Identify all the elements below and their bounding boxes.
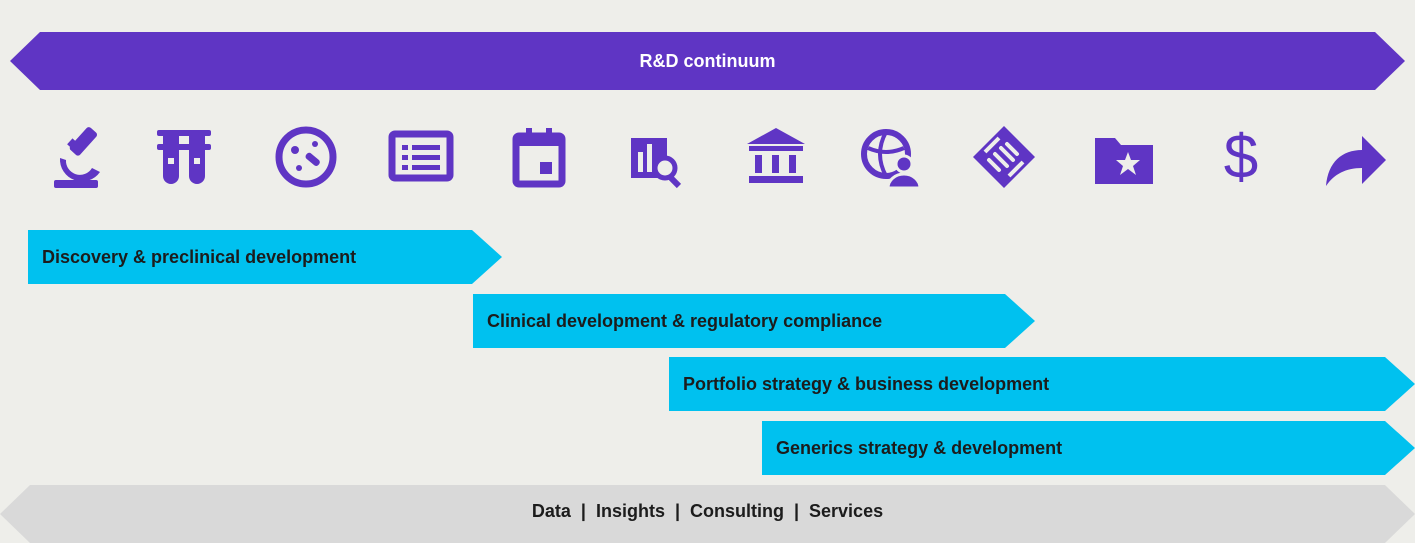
dollar-icon: $ [1206, 122, 1276, 192]
phase-label: Clinical development & regulatory compli… [487, 310, 883, 331]
phase-label: Discovery & preclinical development [42, 246, 357, 267]
phase-label: Generics strategy & development [776, 437, 1063, 458]
services-banner: Data | Insights | Consulting | Services [0, 485, 1415, 543]
test-tubes-icon [149, 122, 219, 192]
phase-discovery-preclinical: Discovery & preclinical development [28, 230, 502, 284]
handshake-icon [969, 122, 1039, 192]
svg-text:$: $ [1224, 123, 1258, 192]
calendar-icon [504, 122, 574, 192]
forward-arrow-icon [1320, 122, 1390, 192]
rd-continuum-banner: R&D continuum [10, 32, 1405, 90]
globe-person-icon [856, 122, 926, 192]
phase-portfolio-business: Portfolio strategy & business developmen… [669, 357, 1415, 411]
chart-search-icon [621, 122, 691, 192]
institution-icon [741, 122, 811, 192]
phase-generics: Generics strategy & development [762, 421, 1415, 475]
phase-label: Portfolio strategy & business developmen… [683, 373, 1050, 394]
star-folder-icon [1089, 122, 1159, 192]
services-label: Data | Insights | Consulting | Services [531, 501, 884, 521]
rd-continuum-title: R&D continuum [639, 50, 776, 71]
petri-dish-icon [271, 122, 341, 192]
phase-clinical-regulatory: Clinical development & regulatory compli… [473, 294, 1035, 348]
microscope-icon [44, 122, 114, 192]
monitor-list-icon [386, 122, 456, 192]
